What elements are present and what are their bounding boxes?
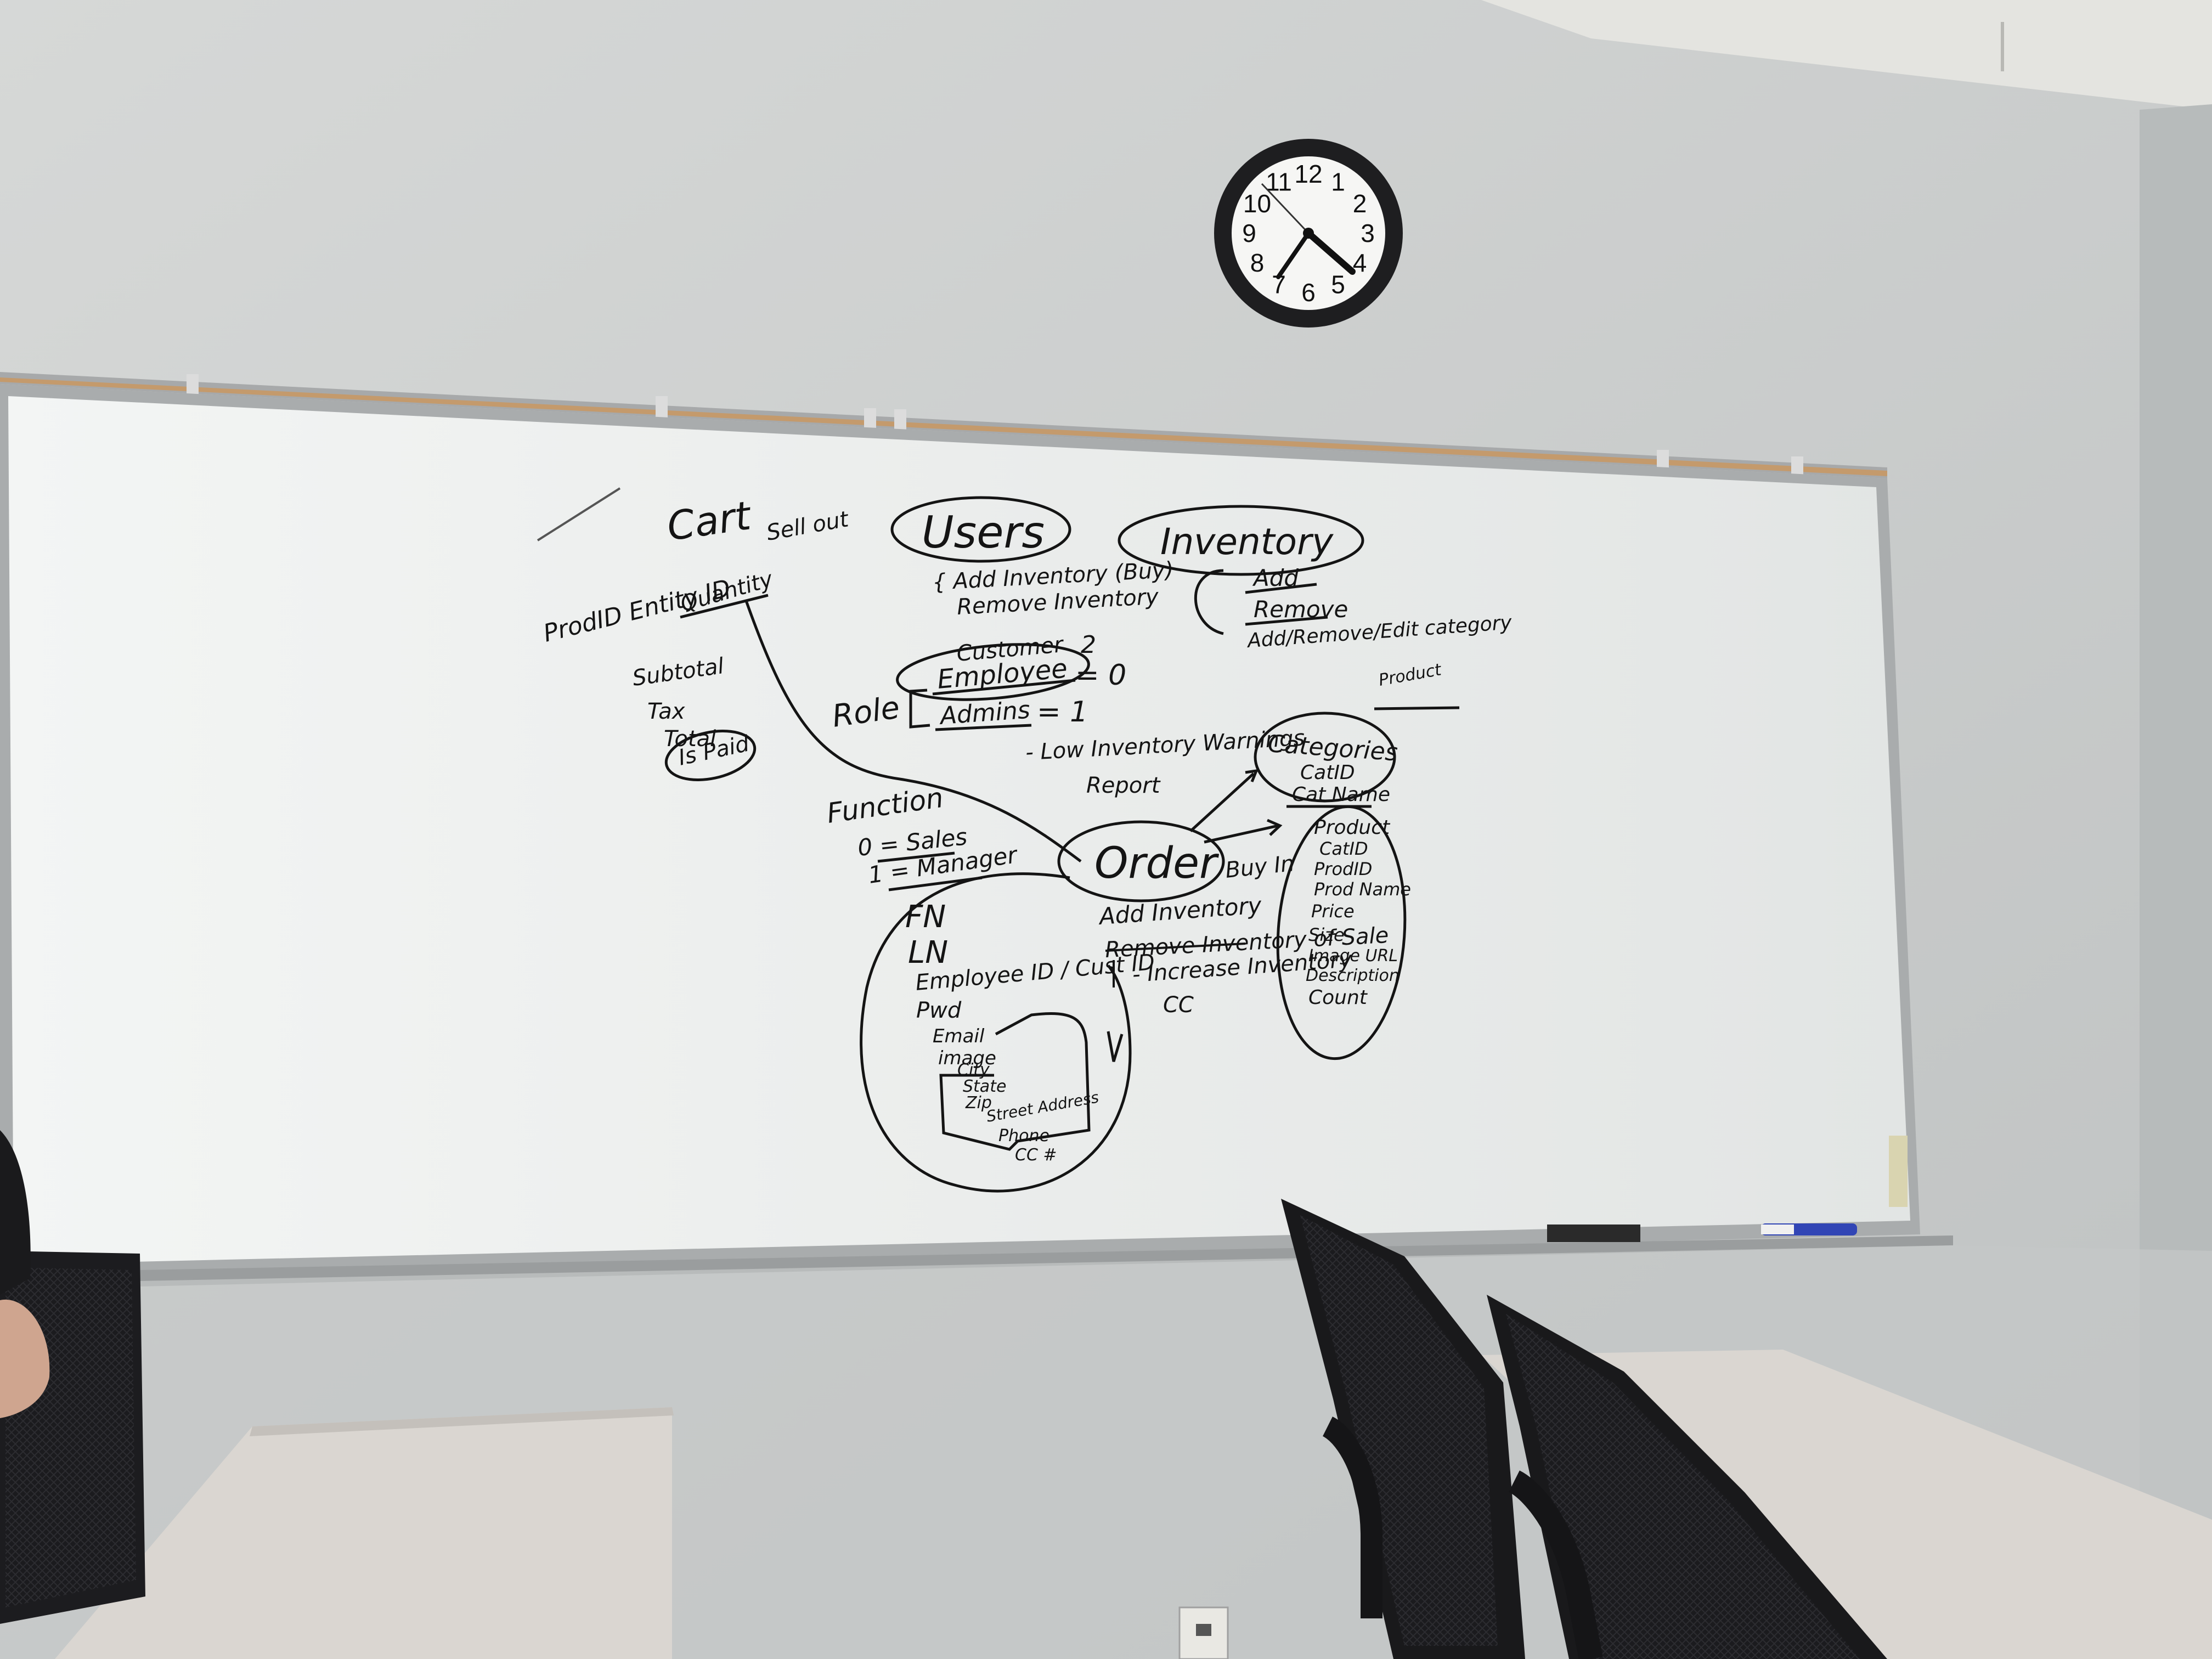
product-size: Size	[1308, 924, 1345, 945]
person-silhouette	[0, 1130, 50, 1418]
clock-numeral: 2	[1353, 189, 1367, 218]
person-email: Email	[933, 1025, 985, 1047]
product-prodid: ProdID	[1314, 859, 1372, 879]
role-value-admins: = 1	[1037, 696, 1088, 729]
clock-second-hand	[1261, 183, 1310, 234]
person-fn: FN	[905, 899, 946, 935]
function-block: Function 0 = Sales 1 = Manager	[825, 782, 1020, 891]
clock-numeral: 9	[1242, 219, 1256, 247]
product-catid: CatID	[1319, 838, 1368, 859]
product-prodname: Prod Name	[1314, 879, 1411, 900]
order-cc: CC	[1163, 992, 1194, 1018]
power-outlet	[1178, 1606, 1229, 1659]
office-chair-front	[1281, 1199, 1525, 1659]
inventory-title: Inventory	[1160, 521, 1334, 563]
users-title: Users	[922, 507, 1045, 558]
clock-hour-hand	[1305, 230, 1356, 275]
role-value-customer: 2	[1081, 631, 1096, 659]
cart-tax: Tax	[647, 699, 685, 724]
order-to-categories-arrow	[1189, 772, 1255, 832]
office-chair-back	[1487, 1295, 1887, 1659]
whiteboard	[0, 384, 1953, 1286]
product-entity: Product CatID ProdID Prod Name Price Siz…	[1276, 805, 1411, 1060]
person-pwd: Pwd	[916, 998, 962, 1023]
role-admins: Admins	[938, 696, 1031, 731]
person-state: State	[963, 1077, 1006, 1096]
whiteboard-diagram: Cart Sell out ProdID Entity ID Quantity …	[537, 487, 1513, 1193]
person-phone: Phone	[998, 1126, 1049, 1146]
clock-numeral: 8	[1250, 249, 1265, 277]
clock-numeral: 6	[1301, 278, 1316, 307]
product-count: Count	[1308, 986, 1368, 1009]
eraser	[1547, 1224, 1640, 1242]
clock-numeral: 3	[1361, 219, 1375, 247]
role-value-employee: = 0	[1075, 659, 1126, 692]
clock-minute-hand	[1276, 231, 1311, 279]
person-ln: LN	[908, 935, 948, 970]
clock-numeral: 12	[1294, 160, 1322, 188]
person-image: image	[938, 1047, 996, 1069]
product-title: Product	[1314, 816, 1391, 839]
role-report: Report	[1086, 773, 1161, 798]
ceiling	[1481, 0, 2212, 110]
order-to-product-arrow	[1204, 824, 1279, 844]
person-cc: CC #	[1015, 1146, 1057, 1165]
board-label-sticker	[1889, 1136, 1908, 1207]
product-image-url: Image URL	[1308, 946, 1398, 966]
product-price: Price	[1311, 901, 1355, 922]
clock-numeral: 5	[1331, 270, 1345, 299]
order-title: Order	[1094, 839, 1220, 888]
categories-catid: CatID	[1300, 761, 1355, 784]
categories-catname: Cat Name	[1292, 783, 1390, 806]
person-zip: Zip	[965, 1093, 992, 1113]
product-description: Description	[1306, 966, 1400, 985]
cork-rail	[0, 372, 1887, 478]
person-city: City	[957, 1060, 990, 1080]
clock-numeral: 1	[1331, 168, 1345, 196]
left-desk	[55, 1407, 672, 1659]
clock-numeral: 10	[1243, 189, 1271, 218]
